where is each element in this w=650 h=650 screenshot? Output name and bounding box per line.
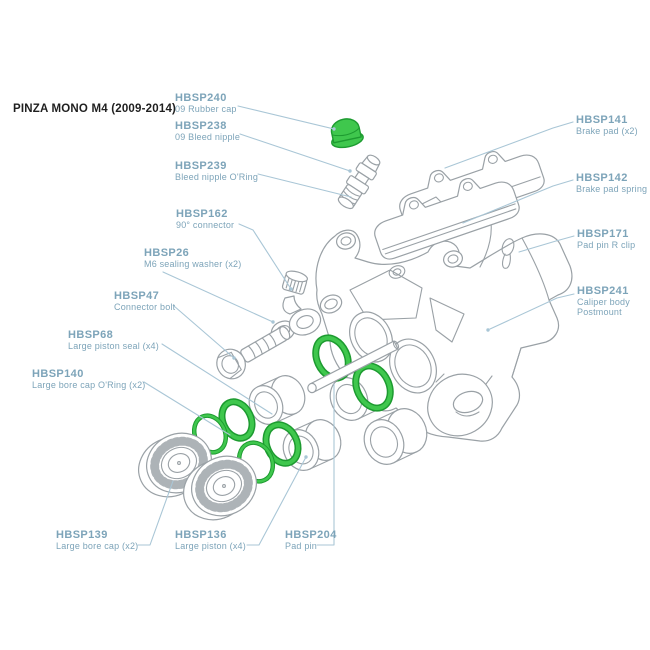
part-code: HBSP139 [56, 529, 108, 541]
caliper-postmount-foot [427, 373, 493, 437]
connector-bolt [216, 326, 291, 380]
part-desc: Pad pin R clip [577, 240, 636, 250]
pad-pin [307, 340, 400, 394]
part-label-hbsp241: HBSP241 Caliper body Postmount [577, 285, 641, 317]
part-label-hbsp140: HBSP140 Large bore cap O'Ring (x2) [32, 368, 145, 390]
part-code: HBSP140 [32, 368, 84, 380]
part-code: HBSP238 [175, 120, 227, 132]
part-label-hbsp26: HBSP26 M6 sealing washer (x2) [144, 247, 244, 269]
part-code: HBSP241 [577, 285, 629, 297]
part-label-hbsp136: HBSP136 Large piston (x4) [175, 529, 246, 551]
part-code: HBSP68 [68, 329, 114, 341]
ninety-degree-connector [281, 270, 322, 336]
part-desc: 09 Rubber cap [175, 104, 237, 114]
part-label-hbsp47: HBSP47 Connector bolt [114, 290, 175, 312]
rubber-cap [330, 118, 364, 149]
part-label-hbsp68: HBSP68 Large piston seal (x4) [68, 329, 159, 351]
leader-lines [137, 105, 575, 546]
part-label-hbsp139: HBSP139 Large bore cap (x2) [56, 529, 138, 551]
pad-pin-r-clip [501, 238, 515, 269]
part-code: HBSP171 [577, 228, 629, 240]
bleed-nipple [337, 154, 381, 210]
large-bore-cap [183, 455, 257, 521]
part-code: HBSP162 [176, 208, 228, 220]
part-desc: Large piston seal (x4) [68, 341, 159, 351]
part-desc: Connector bolt [114, 302, 176, 312]
part-label-hbsp141: HBSP141 Brake pad (x2) [576, 114, 638, 136]
part-desc: M6 sealing washer (x2) [144, 259, 242, 269]
part-label-hbsp240: HBSP240 09 Rubber cap [175, 92, 237, 114]
part-code: HBSP204 [285, 529, 337, 541]
part-code: HBSP136 [175, 529, 227, 541]
part-label-hbsp238: HBSP238 09 Bleed nipple [175, 120, 240, 142]
part-desc: Large bore cap O'Ring (x2) [32, 380, 146, 390]
part-code: HBSP240 [175, 92, 227, 104]
brake-pad-front [374, 178, 520, 260]
part-desc: 90° connector [176, 220, 235, 230]
part-desc: Bleed nipple O'Ring [175, 172, 259, 182]
part-desc: Large piston (x4) [175, 541, 246, 551]
part-code: HBSP142 [576, 172, 628, 184]
part-desc: Caliper body Postmount [577, 297, 630, 317]
part-label-hbsp171: HBSP171 Pad pin R clip [577, 228, 635, 250]
part-desc: Large bore cap (x2) [56, 541, 139, 551]
large-bore-caps [138, 432, 257, 521]
diagram-title: PINZA MONO M4 (2009-2014) [13, 103, 177, 115]
part-desc: Pad pin [285, 541, 317, 551]
part-label-hbsp239: HBSP239 Bleed nipple O'Ring [175, 160, 258, 182]
brake-pads [374, 151, 545, 268]
part-label-hbsp204: HBSP204 Pad pin [285, 529, 337, 551]
part-code: HBSP239 [175, 160, 227, 172]
part-code: HBSP141 [576, 114, 628, 126]
part-desc: Brake pad spring [576, 184, 648, 194]
part-desc: Brake pad (x2) [576, 126, 638, 136]
part-code: HBSP47 [114, 290, 160, 302]
part-code: HBSP26 [144, 247, 190, 259]
part-desc: 09 Bleed nipple [175, 132, 241, 142]
part-label-hbsp142: HBSP142 Brake pad spring [576, 172, 647, 194]
part-label-hbsp162: HBSP162 90° connector [176, 208, 234, 230]
